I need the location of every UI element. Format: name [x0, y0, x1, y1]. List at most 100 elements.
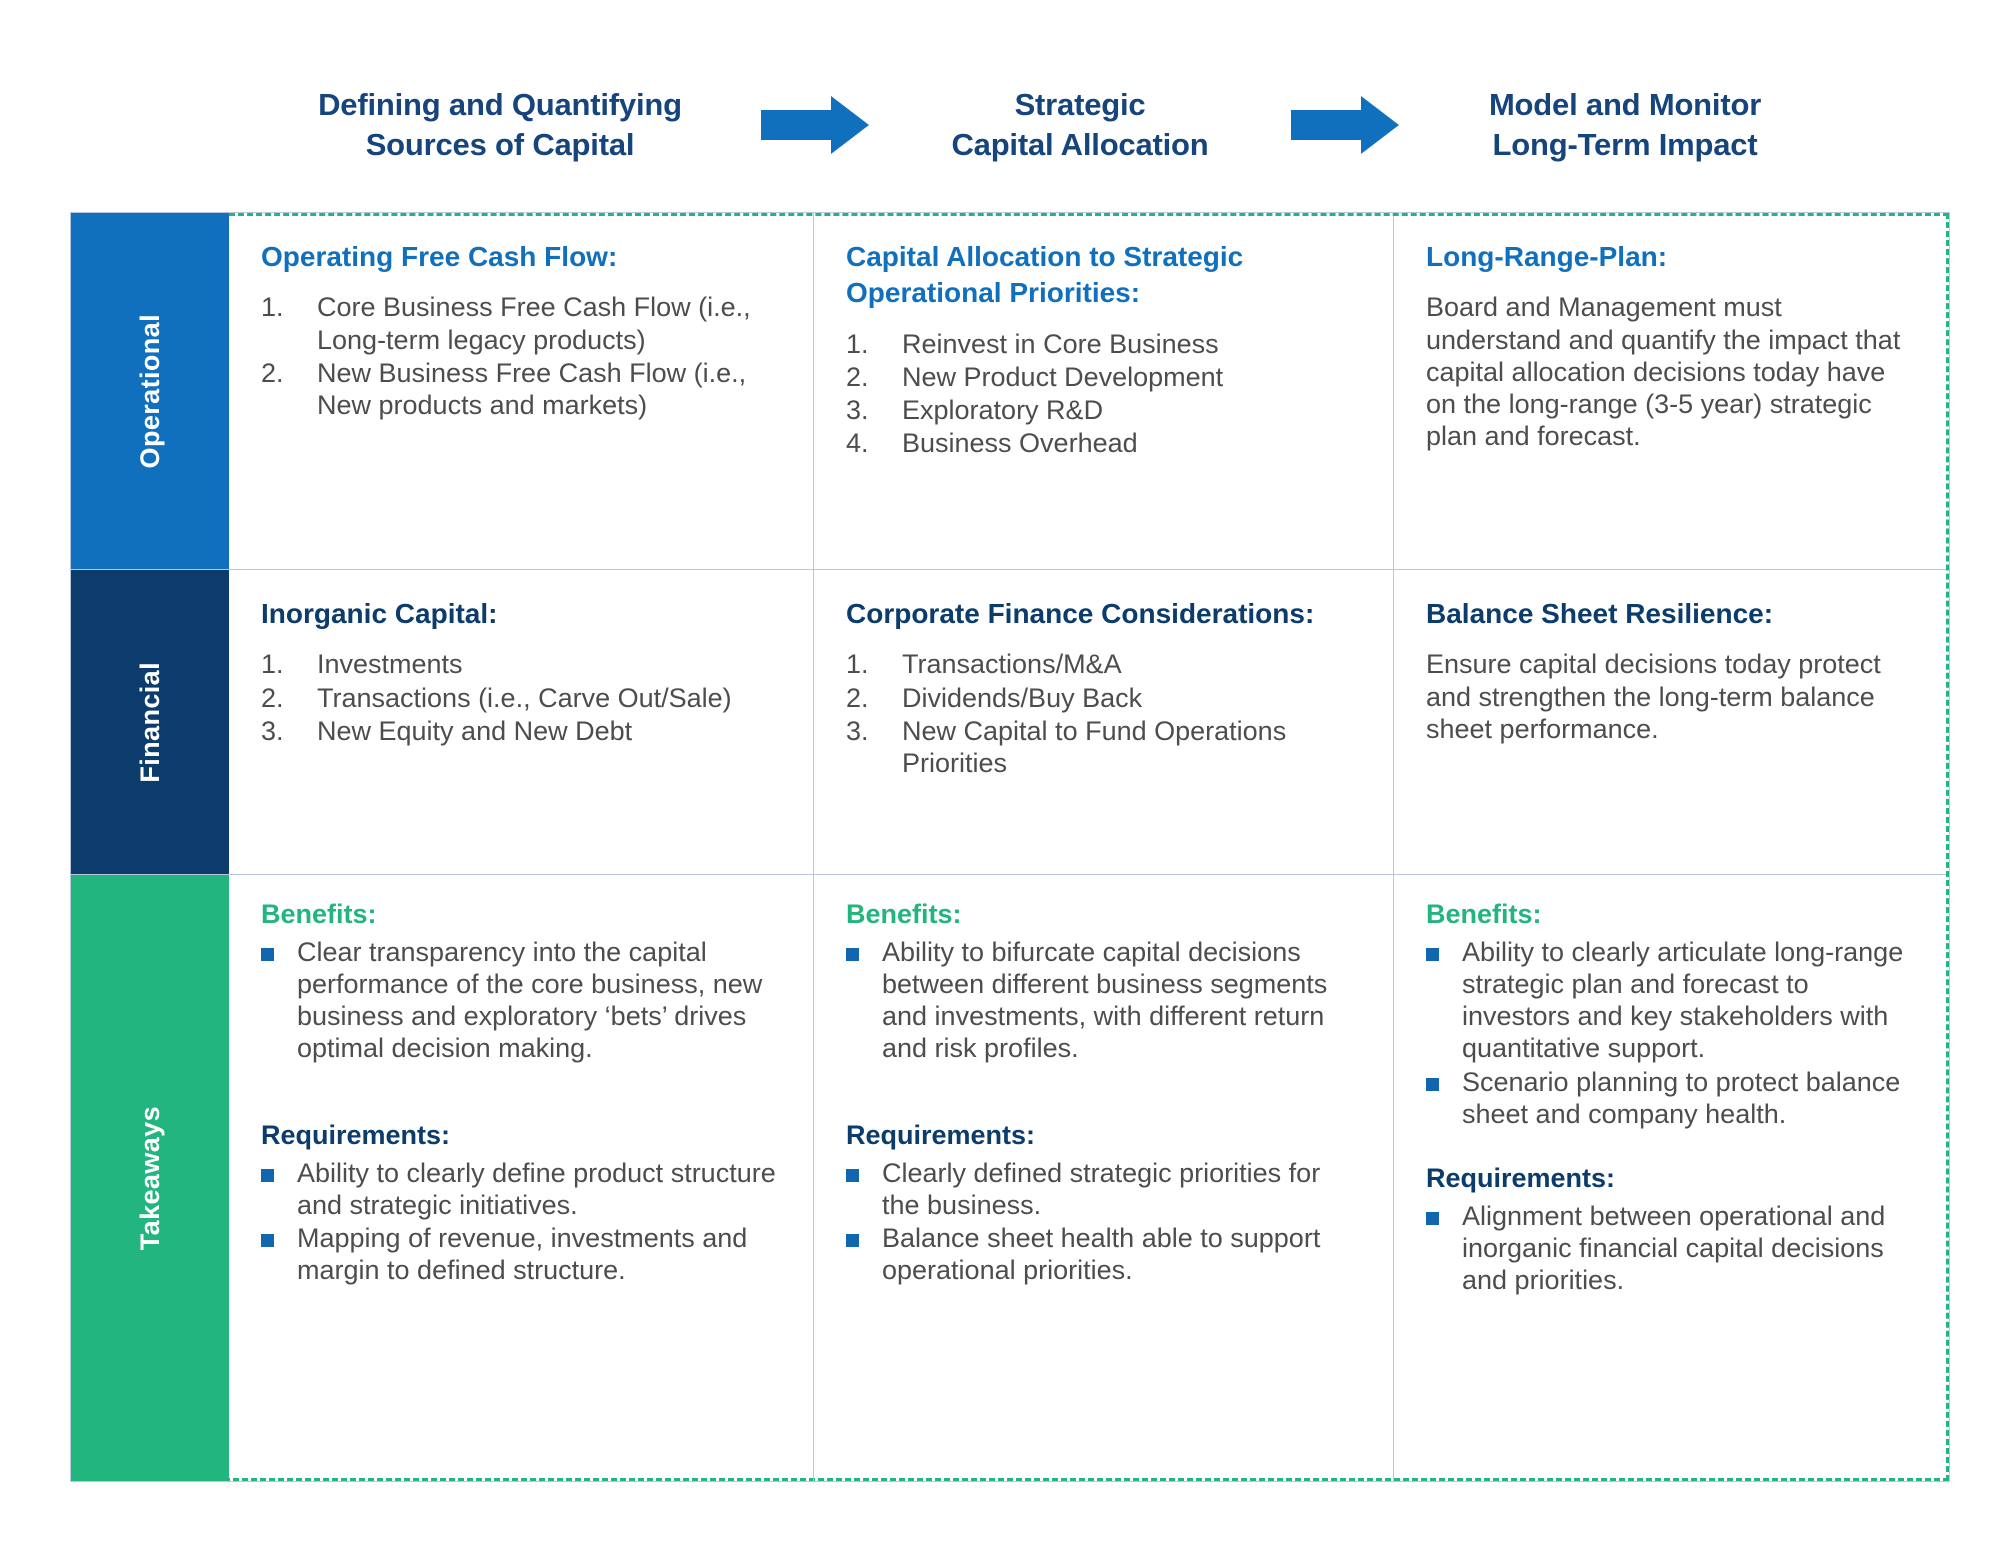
list-item-number: 2. [261, 357, 284, 388]
list-item: 2. New Business Free Cash Flow (i.e., Ne… [261, 357, 783, 421]
benefits-heading: Benefits: [261, 899, 377, 929]
list-item: 2. Dividends/Buy Back [846, 682, 1363, 714]
phase-title-3-line2: Long-Term Impact [1492, 127, 1758, 162]
requirements-heading: Requirements: [846, 1119, 1036, 1150]
list-item-text: Exploratory R&D [902, 395, 1104, 426]
takeaways-dashed-right-border [1946, 213, 1949, 1481]
cell-heading: Corporate Finance Considerations: [846, 598, 1315, 629]
cell-operational-lrp: Long-Range-Plan: Board and Management mu… [1394, 213, 1949, 569]
cell-financial-bsr: Balance Sheet Resilience: Ensure capital… [1394, 570, 1949, 874]
takeaways-dashed-top-border [229, 213, 1949, 216]
square-bullet-icon [1426, 936, 1462, 1065]
list-item-number: 2. [846, 361, 869, 392]
cell-financial-inorganic: Inorganic Capital: 1. Investments 2. Tra… [229, 570, 814, 874]
requirements-list: Ability to clearly define product struct… [261, 1157, 783, 1287]
list-item: 1. Transactions/M&A [846, 648, 1363, 680]
cell-heading: Long-Range-Plan: [1426, 241, 1668, 272]
benefits-list: Ability to clearly articulate long-range… [1426, 936, 1919, 1130]
row-label-operational-text: Operational [134, 313, 165, 469]
matrix-row-takeaways: Takeaways Benefits: Clear transparency i… [71, 213, 1949, 1481]
phase-title-1-line1: Defining and Quantifying [318, 87, 682, 123]
list-item-number: 3. [846, 715, 869, 746]
list-item-text: Ability to clearly articulate long-range… [1462, 937, 1904, 1064]
requirements-list: Clearly defined strategic priorities for… [846, 1157, 1363, 1287]
arrow-1-wrap [750, 96, 880, 154]
list-item: 3. New Equity and New Debt [261, 715, 783, 747]
row-label-takeaways: Takeaways [71, 875, 229, 1481]
square-bullet-icon [846, 1157, 882, 1221]
benefits-list: Ability to bifurcate capital decisions b… [846, 936, 1363, 1065]
phase-title-1: Defining and Quantifying Sources of Capi… [250, 85, 750, 164]
benefits-list: Clear transparency into the capital perf… [261, 936, 783, 1065]
cell-takeaways-1: Benefits: Clear transparency into the ca… [229, 875, 814, 1481]
right-arrow-icon [1291, 96, 1399, 154]
list-item-text: Investments [317, 649, 463, 680]
benefits-heading: Benefits: [1426, 899, 1542, 929]
cell-financial-corpfin: Corporate Finance Considerations: 1. Tra… [814, 570, 1394, 874]
financial-cells: Inorganic Capital: 1. Investments 2. Tra… [229, 570, 1949, 874]
benefits-heading: Benefits: [846, 899, 962, 929]
cell-operational-allocation: Capital Allocation to Strategic Operatio… [814, 213, 1394, 569]
requirements-heading: Requirements: [261, 1119, 451, 1150]
list-item: Mapping of revenue, investments and marg… [261, 1222, 783, 1286]
list-item-text: Scenario planning to protect balance she… [1462, 1066, 1901, 1129]
cell-paragraph: Board and Management must understand and… [1426, 292, 1901, 451]
numbered-list: 1. Investments 2. Transactions (i.e., Ca… [261, 648, 783, 746]
list-item-number: 1. [846, 328, 869, 359]
list-item-text: Clear transparency into the capital perf… [297, 937, 763, 1064]
phase-title-1-line2: Sources of Capital [365, 127, 635, 162]
square-bullet-icon [846, 1222, 882, 1286]
requirements-list: Alignment between operational and inorga… [1426, 1200, 1919, 1296]
list-item-text: New Equity and New Debt [317, 715, 633, 746]
list-item-text: Mapping of revenue, investments and marg… [297, 1222, 748, 1286]
list-item-text: Alignment between operational and inorga… [1462, 1200, 1886, 1296]
list-item: 3. Exploratory R&D [846, 394, 1363, 426]
list-item-number: 3. [846, 395, 869, 426]
list-item-text: Business Overhead [902, 428, 1138, 459]
list-item: 1. Core Business Free Cash Flow (i.e., L… [261, 291, 783, 355]
cell-heading: Capital Allocation to Strategic Operatio… [846, 241, 1244, 309]
matrix-row-financial: Financial Inorganic Capital: 1. Investme… [71, 570, 1949, 875]
list-item: 1. Reinvest in Core Business [846, 328, 1363, 360]
numbered-list: 1. Core Business Free Cash Flow (i.e., L… [261, 291, 783, 421]
square-bullet-icon [261, 1157, 297, 1221]
list-item-number: 1. [846, 649, 869, 680]
list-item-number: 2. [261, 682, 284, 713]
list-item: 3. New Capital to Fund Operations Priori… [846, 715, 1363, 779]
list-item: Ability to bifurcate capital decisions b… [846, 936, 1363, 1065]
list-item: Ability to clearly articulate long-range… [1426, 936, 1919, 1065]
list-item: Ability to clearly define product struct… [261, 1157, 783, 1221]
arrow-2-wrap [1280, 96, 1410, 154]
list-item-text: Ability to bifurcate capital decisions b… [882, 937, 1328, 1064]
cell-heading: Balance Sheet Resilience: [1426, 598, 1774, 629]
takeaways-dashed-bottom-border [71, 1478, 1949, 1481]
list-item-number: 1. [261, 649, 284, 680]
list-item: Alignment between operational and inorga… [1426, 1200, 1919, 1296]
cell-heading: Inorganic Capital: [261, 598, 498, 629]
list-item-number: 1. [261, 292, 284, 323]
list-item-number: 3. [261, 715, 284, 746]
numbered-list: 1. Reinvest in Core Business 2. New Prod… [846, 328, 1363, 460]
framework-matrix: Operational Operating Free Cash Flow: 1.… [70, 212, 1950, 1482]
list-item-text: Dividends/Buy Back [902, 682, 1143, 713]
list-item: Balance sheet health able to support ope… [846, 1222, 1363, 1286]
list-item-text: Ability to clearly define product struct… [297, 1157, 776, 1220]
list-item: 2. New Product Development [846, 361, 1363, 393]
list-item-number: 4. [846, 428, 869, 459]
square-bullet-icon [1426, 1066, 1462, 1130]
square-bullet-icon [1426, 1200, 1462, 1296]
list-item: 2. Transactions (i.e., Carve Out/Sale) [261, 682, 783, 714]
row-label-takeaways-text: Takeaways [134, 1105, 165, 1251]
operational-cells: Operating Free Cash Flow: 1. Core Busine… [229, 213, 1949, 569]
row-label-financial-text: Financial [134, 661, 165, 783]
list-item-text: Core Business Free Cash Flow (i.e., Long… [317, 292, 751, 355]
list-item: Clearly defined strategic priorities for… [846, 1157, 1363, 1221]
requirements-heading: Requirements: [1426, 1162, 1616, 1193]
list-item-text: Clearly defined strategic priorities for… [882, 1157, 1321, 1220]
list-item-text: New Capital to Fund Operations Prioritie… [902, 715, 1287, 778]
square-bullet-icon [261, 1222, 297, 1286]
phase-header-row: Defining and Quantifying Sources of Capi… [70, 60, 1960, 190]
list-item-text: Transactions/M&A [902, 649, 1122, 680]
list-item: Scenario planning to protect balance she… [1426, 1066, 1919, 1130]
